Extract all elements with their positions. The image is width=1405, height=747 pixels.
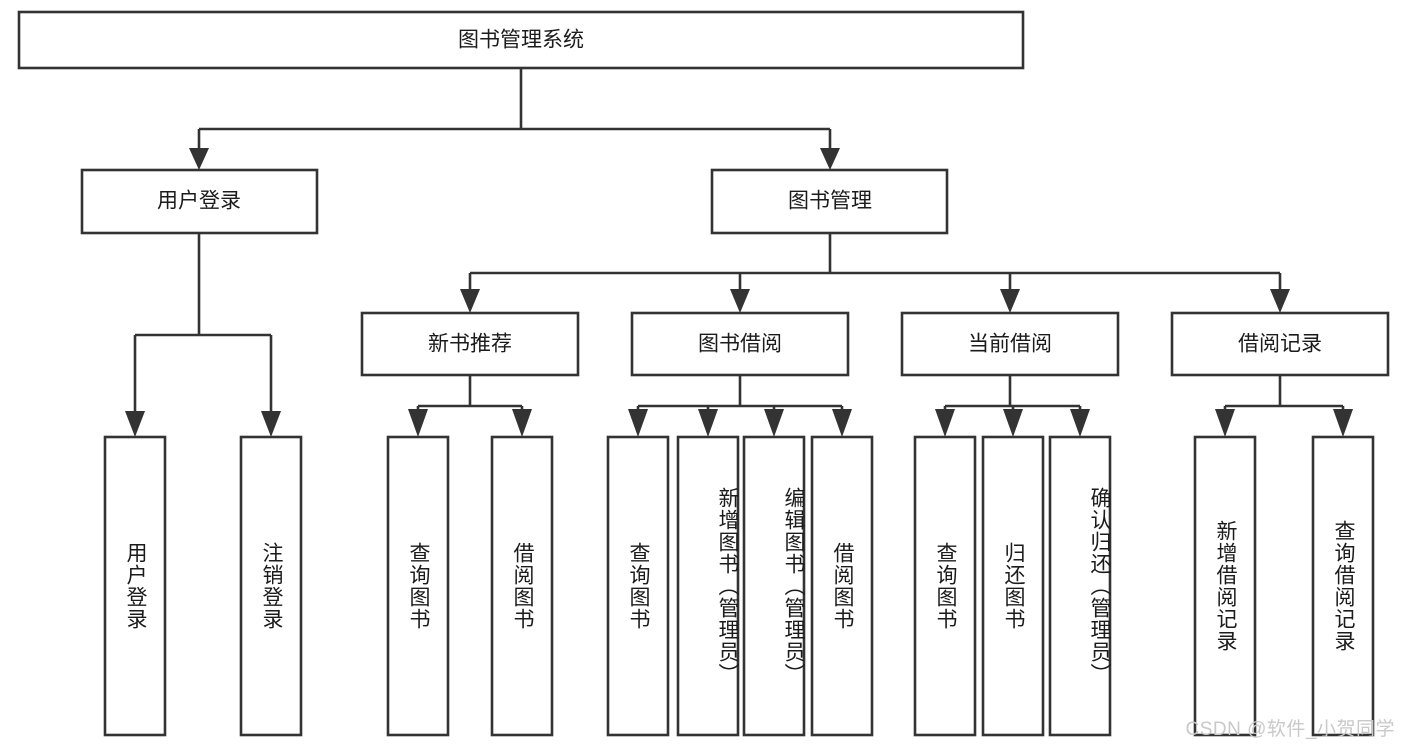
arrow-head-borrow-record — [1270, 289, 1290, 313]
connector-group-borrowrecord — [1215, 375, 1353, 437]
arrow-head-leaf-add-book — [698, 409, 718, 437]
arrow-head-userlogin — [189, 148, 209, 170]
node-book-borrow-label: 图书借阅 — [698, 333, 782, 356]
connector-group-userlogin — [125, 233, 281, 437]
csdn-watermark: CSDN @软件_小贺同学 — [1185, 719, 1395, 740]
node-leaf-borrow-book-2-box[interactable] — [810, 435, 874, 737]
arrow-head-leaf-logout — [261, 411, 281, 437]
arrow-head-leaf-borrow-book-2 — [832, 409, 852, 437]
node-leaf-query-record-box[interactable] — [1311, 435, 1375, 737]
node-leaf-query-book-2-box[interactable] — [606, 435, 670, 737]
node-current-borrow-box[interactable] — [900, 311, 1120, 377]
node-leaf-user-login-box[interactable] — [103, 435, 167, 737]
node-leaf-edit-book-box[interactable] — [742, 435, 806, 737]
arrow-head-new-book-rec — [460, 289, 480, 313]
node-book-borrow[interactable]: 图书借阅 — [630, 311, 850, 377]
arrow-head-current-borrow — [1000, 289, 1020, 313]
node-root[interactable]: 图书管理系统 — [17, 10, 1025, 70]
node-leaf-logout-box[interactable] — [239, 435, 303, 737]
node-root-label: 图书管理系统 — [458, 29, 584, 52]
node-new-book-rec-label: 新书推荐 — [428, 333, 512, 356]
node-leaf-add-book-box[interactable] — [676, 435, 740, 737]
node-leaf-return-book-box[interactable] — [981, 435, 1045, 737]
arrow-head-leaf-add-record — [1215, 409, 1235, 437]
arrow-head-leaf-query-book-1 — [408, 409, 428, 437]
node-leaf-borrow-book-1-box[interactable] — [490, 435, 554, 737]
node-new-book-rec-box[interactable] — [360, 311, 580, 377]
node-user-login-box[interactable] — [80, 168, 319, 235]
node-new-book-rec[interactable]: 新书推荐 — [360, 311, 580, 377]
arrow-head-leaf-user-login — [125, 411, 145, 437]
arrow-head-leaf-query-record — [1333, 409, 1353, 437]
node-book-mgmt-label: 图书管理 — [788, 190, 872, 213]
arrow-head-leaf-edit-book — [764, 409, 784, 437]
connector-group-root — [189, 68, 840, 170]
node-book-mgmt-box[interactable] — [710, 168, 949, 235]
node-leaf-confirm-return-box[interactable] — [1048, 435, 1112, 737]
arrow-head-leaf-query-book-3 — [935, 409, 955, 437]
node-user-login[interactable]: 用户登录 — [80, 168, 319, 235]
connector-group-currentborrow — [935, 375, 1090, 437]
arrow-head-leaf-confirm-return — [1070, 409, 1090, 437]
arrow-head-book-borrow — [730, 289, 750, 313]
connector-group-newbookrec — [408, 375, 532, 437]
node-leaf-add-record-box[interactable] — [1193, 435, 1257, 737]
arrow-head-bookmgmt — [820, 148, 840, 170]
arrow-head-leaf-borrow-book-1 — [512, 409, 532, 437]
connector-group-bookborrow — [628, 375, 852, 437]
node-book-mgmt[interactable]: 图书管理 — [710, 168, 949, 235]
arrow-head-leaf-query-book-2 — [628, 409, 648, 437]
node-leaf-query-book-3-box[interactable] — [913, 435, 977, 737]
arrow-head-leaf-return-book — [1003, 409, 1023, 437]
node-current-borrow[interactable]: 当前借阅 — [900, 311, 1120, 377]
node-borrow-record[interactable]: 借阅记录 — [1170, 311, 1390, 377]
node-borrow-record-box[interactable] — [1170, 311, 1390, 377]
connector-group-bookmgmt — [460, 233, 1290, 313]
node-leaf-query-book-1-box[interactable] — [386, 435, 450, 737]
node-root-box[interactable] — [17, 10, 1025, 70]
node-book-borrow-box[interactable] — [630, 311, 850, 377]
node-user-login-label: 用户登录 — [157, 190, 241, 213]
node-borrow-record-label: 借阅记录 — [1238, 333, 1322, 356]
node-current-borrow-label: 当前借阅 — [968, 333, 1052, 356]
